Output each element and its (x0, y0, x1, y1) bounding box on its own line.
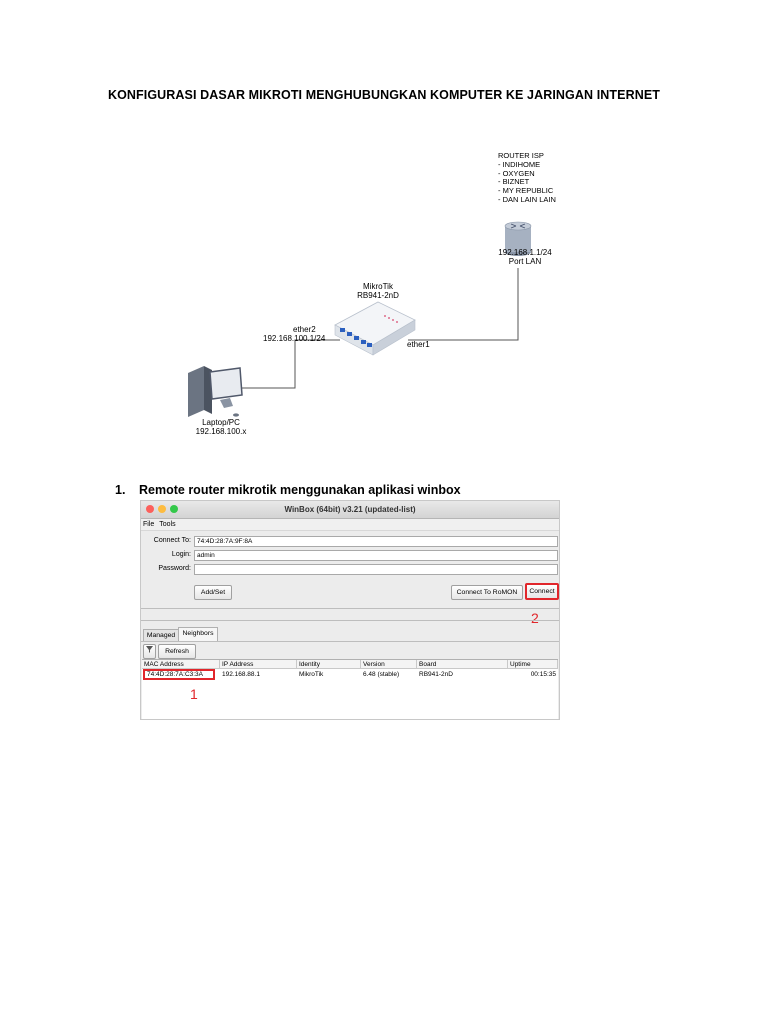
network-diagram-svg (188, 221, 532, 417)
step-number: 1. (115, 483, 126, 497)
column-header[interactable]: Uptime (508, 660, 558, 669)
ether2-cable (240, 339, 340, 389)
step-1-heading: 1. Remote router mikrotik menggunakan apl… (115, 483, 461, 497)
ether2-label: ether2 (293, 325, 316, 334)
tab-neighbors[interactable]: Neighbors (178, 627, 218, 642)
menu-file[interactable]: File (143, 521, 155, 528)
filter-icon[interactable] (143, 644, 156, 659)
computer-icon (188, 366, 243, 417)
column-header[interactable]: Identity (297, 660, 361, 669)
mac-cell[interactable]: 74:4D:28:7A:C3:3A (143, 669, 215, 680)
uptime-cell: 00:15:35 (530, 671, 556, 678)
isp-item: - OXYGEN (498, 168, 535, 178)
mikrotik-model: RB941-2nD (357, 291, 399, 300)
filter-icon-svg (146, 646, 153, 653)
ether1-label: ether1 (407, 340, 430, 349)
ip-cell: 192.168.88.1 (222, 671, 260, 678)
isp-router-icon (504, 221, 532, 256)
isp-item: - INDIHOME (498, 159, 541, 169)
annotation-2: 2 (531, 610, 539, 626)
isp-label: ROUTER ISP - INDIHOME - OXYGEN - BIZNET … (498, 151, 556, 205)
document-title: KONFIGURASI DASAR MIKROTI MENGHUBUNGKAN … (107, 88, 661, 102)
login-input[interactable]: admin (194, 550, 558, 561)
column-header[interactable]: MAC Address (142, 660, 220, 669)
isp-port-label: Port LAN (508, 257, 542, 266)
login-label: Login: (171, 551, 191, 558)
add-set-button[interactable]: Add/Set (194, 585, 232, 600)
pc-ip: 192.168.100.x (195, 427, 247, 436)
network-diagram: ROUTER ISP - INDIHOME - OXYGEN - BIZNET … (180, 140, 580, 445)
pc-name: Laptop/PC (202, 418, 240, 427)
menubar: File Tools (141, 519, 559, 531)
mikrotik-name: MikroTik (363, 282, 393, 291)
tab-divider (141, 641, 559, 642)
isp-ip-label: 192.168.1.1/24 (498, 248, 552, 257)
ether2-ip-label: 192.168.100.1/24 (263, 334, 326, 343)
winbox-titlebar: WinBox (64bit) v3.21 (updated-list) (141, 501, 559, 519)
column-header[interactable]: Board (417, 660, 508, 669)
separator (141, 620, 559, 621)
isp-heading: ROUTER ISP (498, 151, 544, 160)
neighbors-table: MAC Address IP Address Identity Version … (142, 659, 558, 719)
separator (141, 608, 559, 609)
password-label: Password: (158, 565, 191, 572)
column-header[interactable]: IP Address (220, 660, 297, 669)
mikrotik-router-icon (334, 301, 416, 356)
refresh-button[interactable]: Refresh (158, 644, 196, 659)
board-cell: RB941-2nD (419, 671, 453, 678)
zoom-icon[interactable] (170, 505, 178, 513)
identity-cell: MikroTik (299, 671, 324, 678)
connect-to-input[interactable]: 74:4D:28:7A:9F:8A (194, 536, 558, 547)
winbox-window: WinBox (64bit) v3.21 (updated-list) File… (140, 500, 560, 720)
menu-tools[interactable]: Tools (159, 521, 176, 528)
column-header[interactable]: Version (361, 660, 417, 669)
winbox-title: WinBox (64bit) v3.21 (updated-list) (284, 505, 416, 514)
isp-item: - DAN LAIN LAIN (498, 194, 556, 204)
connect-button[interactable]: Connect (525, 583, 559, 600)
close-icon[interactable] (146, 505, 154, 513)
isp-item: - MY REPUBLIC (498, 186, 554, 196)
connect-to-label: Connect To: (153, 537, 191, 544)
password-input[interactable] (194, 564, 558, 575)
connect-romon-button[interactable]: Connect To RoMON (451, 585, 523, 600)
minimize-icon[interactable] (158, 505, 166, 513)
ether1-cable (408, 268, 519, 341)
step-text: Remote router mikrotik menggunakan aplik… (139, 483, 461, 497)
version-cell: 6.48 (stable) (363, 671, 400, 678)
annotation-1: 1 (190, 686, 198, 702)
isp-item: - BIZNET (498, 177, 530, 187)
